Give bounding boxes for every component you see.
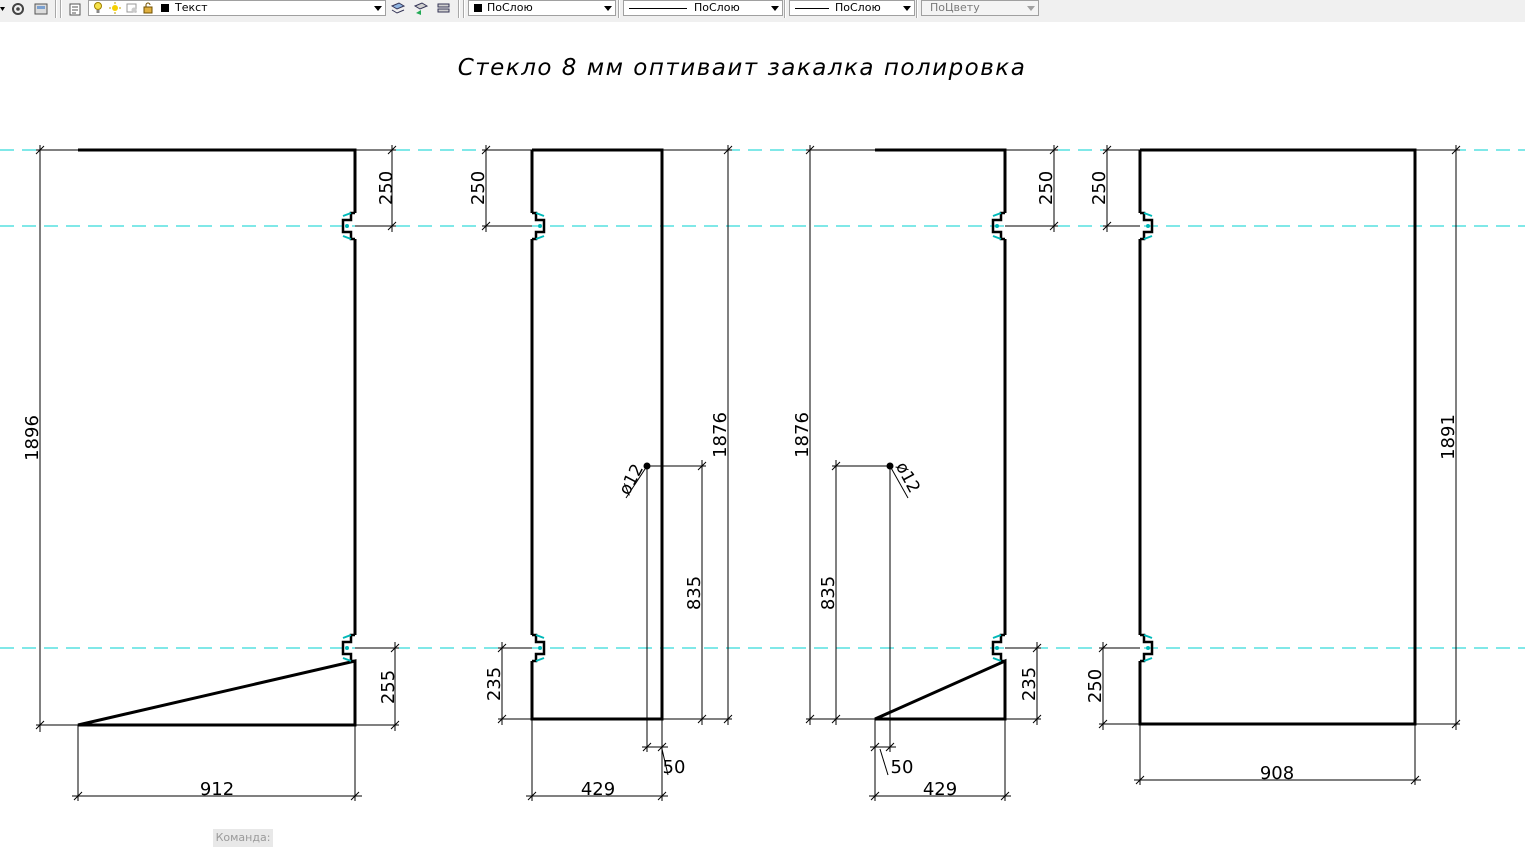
layer-state-icon[interactable] <box>67 1 83 17</box>
layer-walk-icon[interactable] <box>436 1 452 17</box>
sun-icon <box>109 1 121 15</box>
toolbar-separator <box>55 0 57 18</box>
dimension-width: 429 <box>581 779 615 800</box>
color-value: ПоСлою <box>487 1 533 14</box>
chevron-down-icon <box>374 6 382 11</box>
drawing-canvas[interactable]: Стекло 8 мм оптиваит закалка полировка <box>0 22 1525 850</box>
glass-panel-3[interactable]: 1876 835 250 235 ø12 50 429 <box>792 145 1059 801</box>
layer-name: Текст <box>175 1 208 14</box>
chevron-down-icon <box>1027 6 1035 11</box>
color-dropdown[interactable]: ПоСлою <box>468 0 616 16</box>
lineweight-dropdown[interactable]: ПоСлою <box>789 0 915 16</box>
lineweight-preview <box>795 8 829 9</box>
lock-icon <box>143 1 155 15</box>
dimension-top-hinge: 250 <box>1089 171 1110 205</box>
plotstyle-value: ПоЦвету <box>930 1 980 14</box>
dimension-hole-height: 835 <box>684 576 705 610</box>
toolbar-separator <box>916 0 918 18</box>
dimension-bottom-hinge: 235 <box>484 667 505 701</box>
toolbar-separator <box>463 0 465 18</box>
dropdown-arrow-icon[interactable] <box>0 1 6 17</box>
dimension-bottom-hinge: 255 <box>378 670 399 704</box>
lightbulb-icon <box>93 1 103 15</box>
linetype-preview <box>629 8 687 9</box>
freeze-viewport-icon <box>126 1 138 15</box>
dimension-hole-diameter: ø12 <box>615 461 648 499</box>
glass-panel-1[interactable]: 1896 250 255 912 <box>22 145 400 801</box>
dimension-width: 908 <box>1260 763 1294 784</box>
dimension-hole-offset: 50 <box>891 757 914 778</box>
layer-dropdown[interactable]: Текст <box>88 0 386 16</box>
chevron-down-icon <box>771 6 779 11</box>
dimension-top-hinge: 250 <box>376 171 397 205</box>
dimension-hole-diameter: ø12 <box>891 459 924 497</box>
dimension-height: 1876 <box>710 412 731 458</box>
dimension-height: 1876 <box>792 412 813 458</box>
dimension-hole-offset: 50 <box>663 757 686 778</box>
dimension-width: 429 <box>923 779 957 800</box>
drawing-title: Стекло 8 мм оптиваит закалка полировка <box>458 55 1027 81</box>
layer-color-swatch <box>161 4 169 12</box>
toolbar-separator <box>618 0 620 18</box>
dimension-bottom-hinge: 250 <box>1085 669 1106 703</box>
layer-manager-icon[interactable] <box>33 1 49 17</box>
make-current-layer-icon[interactable] <box>390 1 406 17</box>
toolbar-separator <box>60 0 62 18</box>
plotstyle-dropdown: ПоЦвету <box>921 0 1039 16</box>
gear-icon[interactable] <box>10 1 26 17</box>
linetype-dropdown[interactable]: ПоСлою <box>623 0 783 16</box>
dimension-height: 1891 <box>1438 414 1459 460</box>
dimension-height: 1896 <box>22 415 43 461</box>
command-prompt: Команда: <box>215 831 271 844</box>
dimension-width: 912 <box>200 779 234 800</box>
lineweight-value: ПоСлою <box>835 1 881 14</box>
color-swatch <box>474 4 482 12</box>
chevron-down-icon <box>903 6 911 11</box>
glass-panel-2[interactable]: 250 235 1876 835 ø12 50 429 <box>468 145 733 801</box>
guide-lines <box>0 149 1525 649</box>
layer-previous-icon[interactable] <box>413 1 429 17</box>
chevron-down-icon <box>604 6 612 11</box>
properties-toolbar: Текст ПоСлою ПоСлою ПоСлою ПоЦвету <box>0 0 1525 22</box>
command-line[interactable]: Команда: <box>213 829 273 847</box>
linetype-value: ПоСлою <box>694 1 740 14</box>
dimension-top-hinge: 250 <box>1036 171 1057 205</box>
toolbar-separator <box>784 0 786 18</box>
toolbar-separator <box>458 0 460 18</box>
dimension-hole-height: 835 <box>818 576 839 610</box>
dimension-top-hinge: 250 <box>468 171 489 205</box>
dimension-bottom-hinge: 235 <box>1019 667 1040 701</box>
glass-panel-4[interactable]: 250 250 1891 908 <box>1085 145 1461 785</box>
